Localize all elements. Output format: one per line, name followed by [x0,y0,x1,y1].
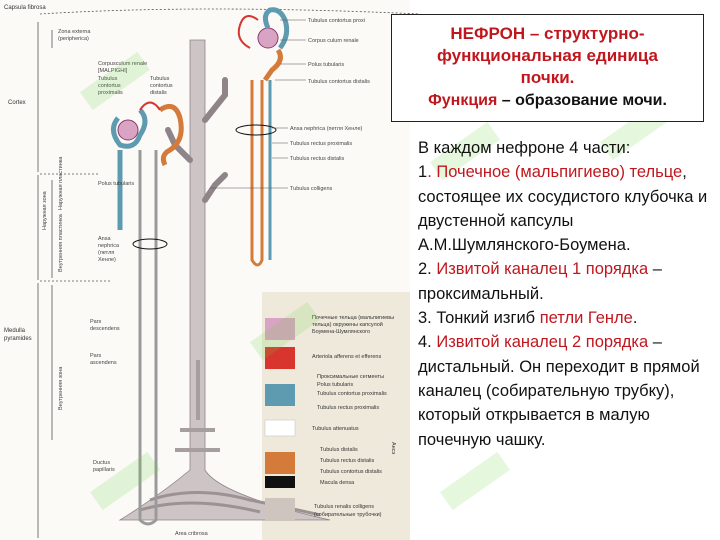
desc-item-1: 1. Почечное (мальпигиево) тельце, состоя… [418,160,718,257]
legend-l1b: тельца) окружены капсулой [312,321,383,328]
right-nephron [235,7,290,267]
desc-item-3-red: петли Генле [539,309,633,328]
right-labels: Tubulus contortus proxi Corpus culum ren… [210,18,370,192]
label-tub-prox-1: Tubulus [98,76,118,82]
desc-item-4-rest: – дистальный. Он переходит в прямой кана… [418,333,700,449]
function-line: Функция – образование мочи. [392,90,703,112]
label-ansa-left-4: Хенле) [98,257,116,263]
label-right-tub-cont: Tubulus contortus proxi [308,18,365,24]
description: В каждом нефроне 4 части: 1. Почечное (м… [418,136,718,452]
legend-l4: Tubulus attenuatus [312,426,359,432]
legend-l5b: Tubulus rectus distalis [320,458,374,464]
label-tub-dist-1: Tubulus [150,76,170,82]
legend-l2: Arteriola afferens et efferens [312,354,381,360]
label-ductus-2: papillaris [93,467,115,473]
desc-item-1-red: Почечное (мальпигиево) тельце [436,163,683,182]
desc-item-1-num: 1 [418,163,428,182]
desc-item-3: 3. Тонкий изгиб петли Генле. [418,306,718,330]
desc-item-2-num: 2. [418,260,437,279]
label-pars-desc-2: descendens [90,326,120,332]
label-pars-asc-2: ascendens [90,360,117,366]
desc-item-3-num: 3. Тонкий изгиб [418,309,540,328]
label-tub-dist-3: distalis [150,90,167,96]
label-pars-asc-1: Pars [90,353,102,359]
label-ansa-left-3: (петля [98,250,114,256]
label-zona-periph: (peripherica) [58,36,89,42]
label-vnutr-plast: Внутренняя пластинка [58,213,64,272]
legend-swatch-colligens [265,498,295,520]
legend-l5c: Tubulus contortus distalis [320,469,382,475]
legend-l4-side: Ансэ [390,442,396,455]
legend-l5a: Tubulus distalis [320,447,358,453]
title-line-2: функциональная единица [436,46,659,65]
label-right-dist: Tubulus contortus distalis [308,79,370,85]
legend-swatch-corpuscle [265,318,295,340]
label-medulla-2: pyramides [4,336,32,342]
legend-l3b: Polus tubularis [317,382,353,388]
label-right-polus: Polus tubularis [308,62,344,68]
label-polus-left: Polus tubularis [98,181,134,187]
left-labels: Capsula fibrosa Zona externa (peripheric… [4,5,209,537]
label-naruzh-zona: Наружная зона [42,190,48,230]
legend-swatch-distal [265,452,295,474]
legend-swatch-macula [265,476,295,488]
left-nephron [111,101,184,526]
label-right-corpus: Corpus culum renale [308,38,359,44]
desc-item-4-red: Извитой каналец 2 порядка [436,333,649,352]
desc-item-4: 4. Извитой каналец 2 порядка – дистальны… [418,330,718,451]
legend-l1c: Боумена-Шумлянского [312,329,370,335]
legend-l3a: Проксимальные сегменты [317,374,384,380]
label-cortex: Cortex [8,100,26,106]
label-tub-dist-2: contortus [150,83,173,89]
legend-l7a: Tubulus renalis colligens [314,504,374,510]
desc-item-4-num: 4. [418,333,437,352]
desc-item-1-rest: , состоящее их сосудистого клубочка и дв… [418,163,708,255]
desc-item-2: 2. Извитой каналец 1 порядка – проксимал… [418,257,718,306]
label-vnutr-zona: Внутренняя зона [58,366,64,410]
legend-swatch-attenuatus [264,419,296,437]
desc-item-3-rest: . [632,309,638,328]
desc-item-1-dot: . [427,163,437,182]
legend-l3c: Tubulus contortus proximalis [317,391,387,397]
desc-item-2-red: Извитой каналец 1 порядка [436,260,649,279]
function-label: Функция [428,92,498,109]
legend-l6: Macula densa [320,480,355,486]
label-tub-prox-3: proximalis [98,90,123,96]
label-capsula: Capsula fibrosa [4,5,46,11]
label-medulla-1: Medulla [4,328,26,334]
label-zona-externa: Zona externa [58,29,91,35]
title-line-3: почки. [520,68,575,87]
desc-item-2-rest: – проксимальный. [418,260,662,303]
legend-l1a: Почечные тельца (мальпигиевы [312,315,394,321]
label-area-cribrosa: Area cribrosa [175,531,209,537]
legend-swatch-arteriola [265,347,295,369]
function-text: – образование мочи. [497,92,667,109]
title-line-1: НЕФРОН – структурно- [450,24,645,43]
title-box: НЕФРОН – структурно- функциональная един… [391,14,704,122]
label-right-colligens: Tubulus colligens [290,186,333,192]
label-right-rect-prox: Tubulus rectus proximalis [290,141,352,147]
legend-l3d: Tubulus rectus proximalis [317,405,379,411]
desc-intro: В каждом нефроне 4 части: [418,139,631,157]
label-tub-prox-2: contortus [98,83,121,89]
legend-swatch-proximal [265,384,295,406]
label-ductus-1: Ductus [93,460,110,466]
label-pars-desc-1: Pars [90,319,102,325]
label-ansa-left-2: nephrica [98,243,120,249]
label-corpusculum-2: [MALPIGHI] [98,68,128,74]
legend: Почечные тельца (мальпигиевы тельца) окр… [264,315,396,520]
label-right-ansa: Ansa nephrica (петля Хенле) [290,126,363,132]
label-naruzh-plast: Наружная пластинка [58,156,64,210]
label-right-rect-dist: Tubulus rectus distalis [290,156,344,162]
layer-brackets [37,8,421,538]
legend-l7b: (собирательные трубочки) [314,512,382,518]
label-ansa-left-1: Ansa [98,236,111,242]
